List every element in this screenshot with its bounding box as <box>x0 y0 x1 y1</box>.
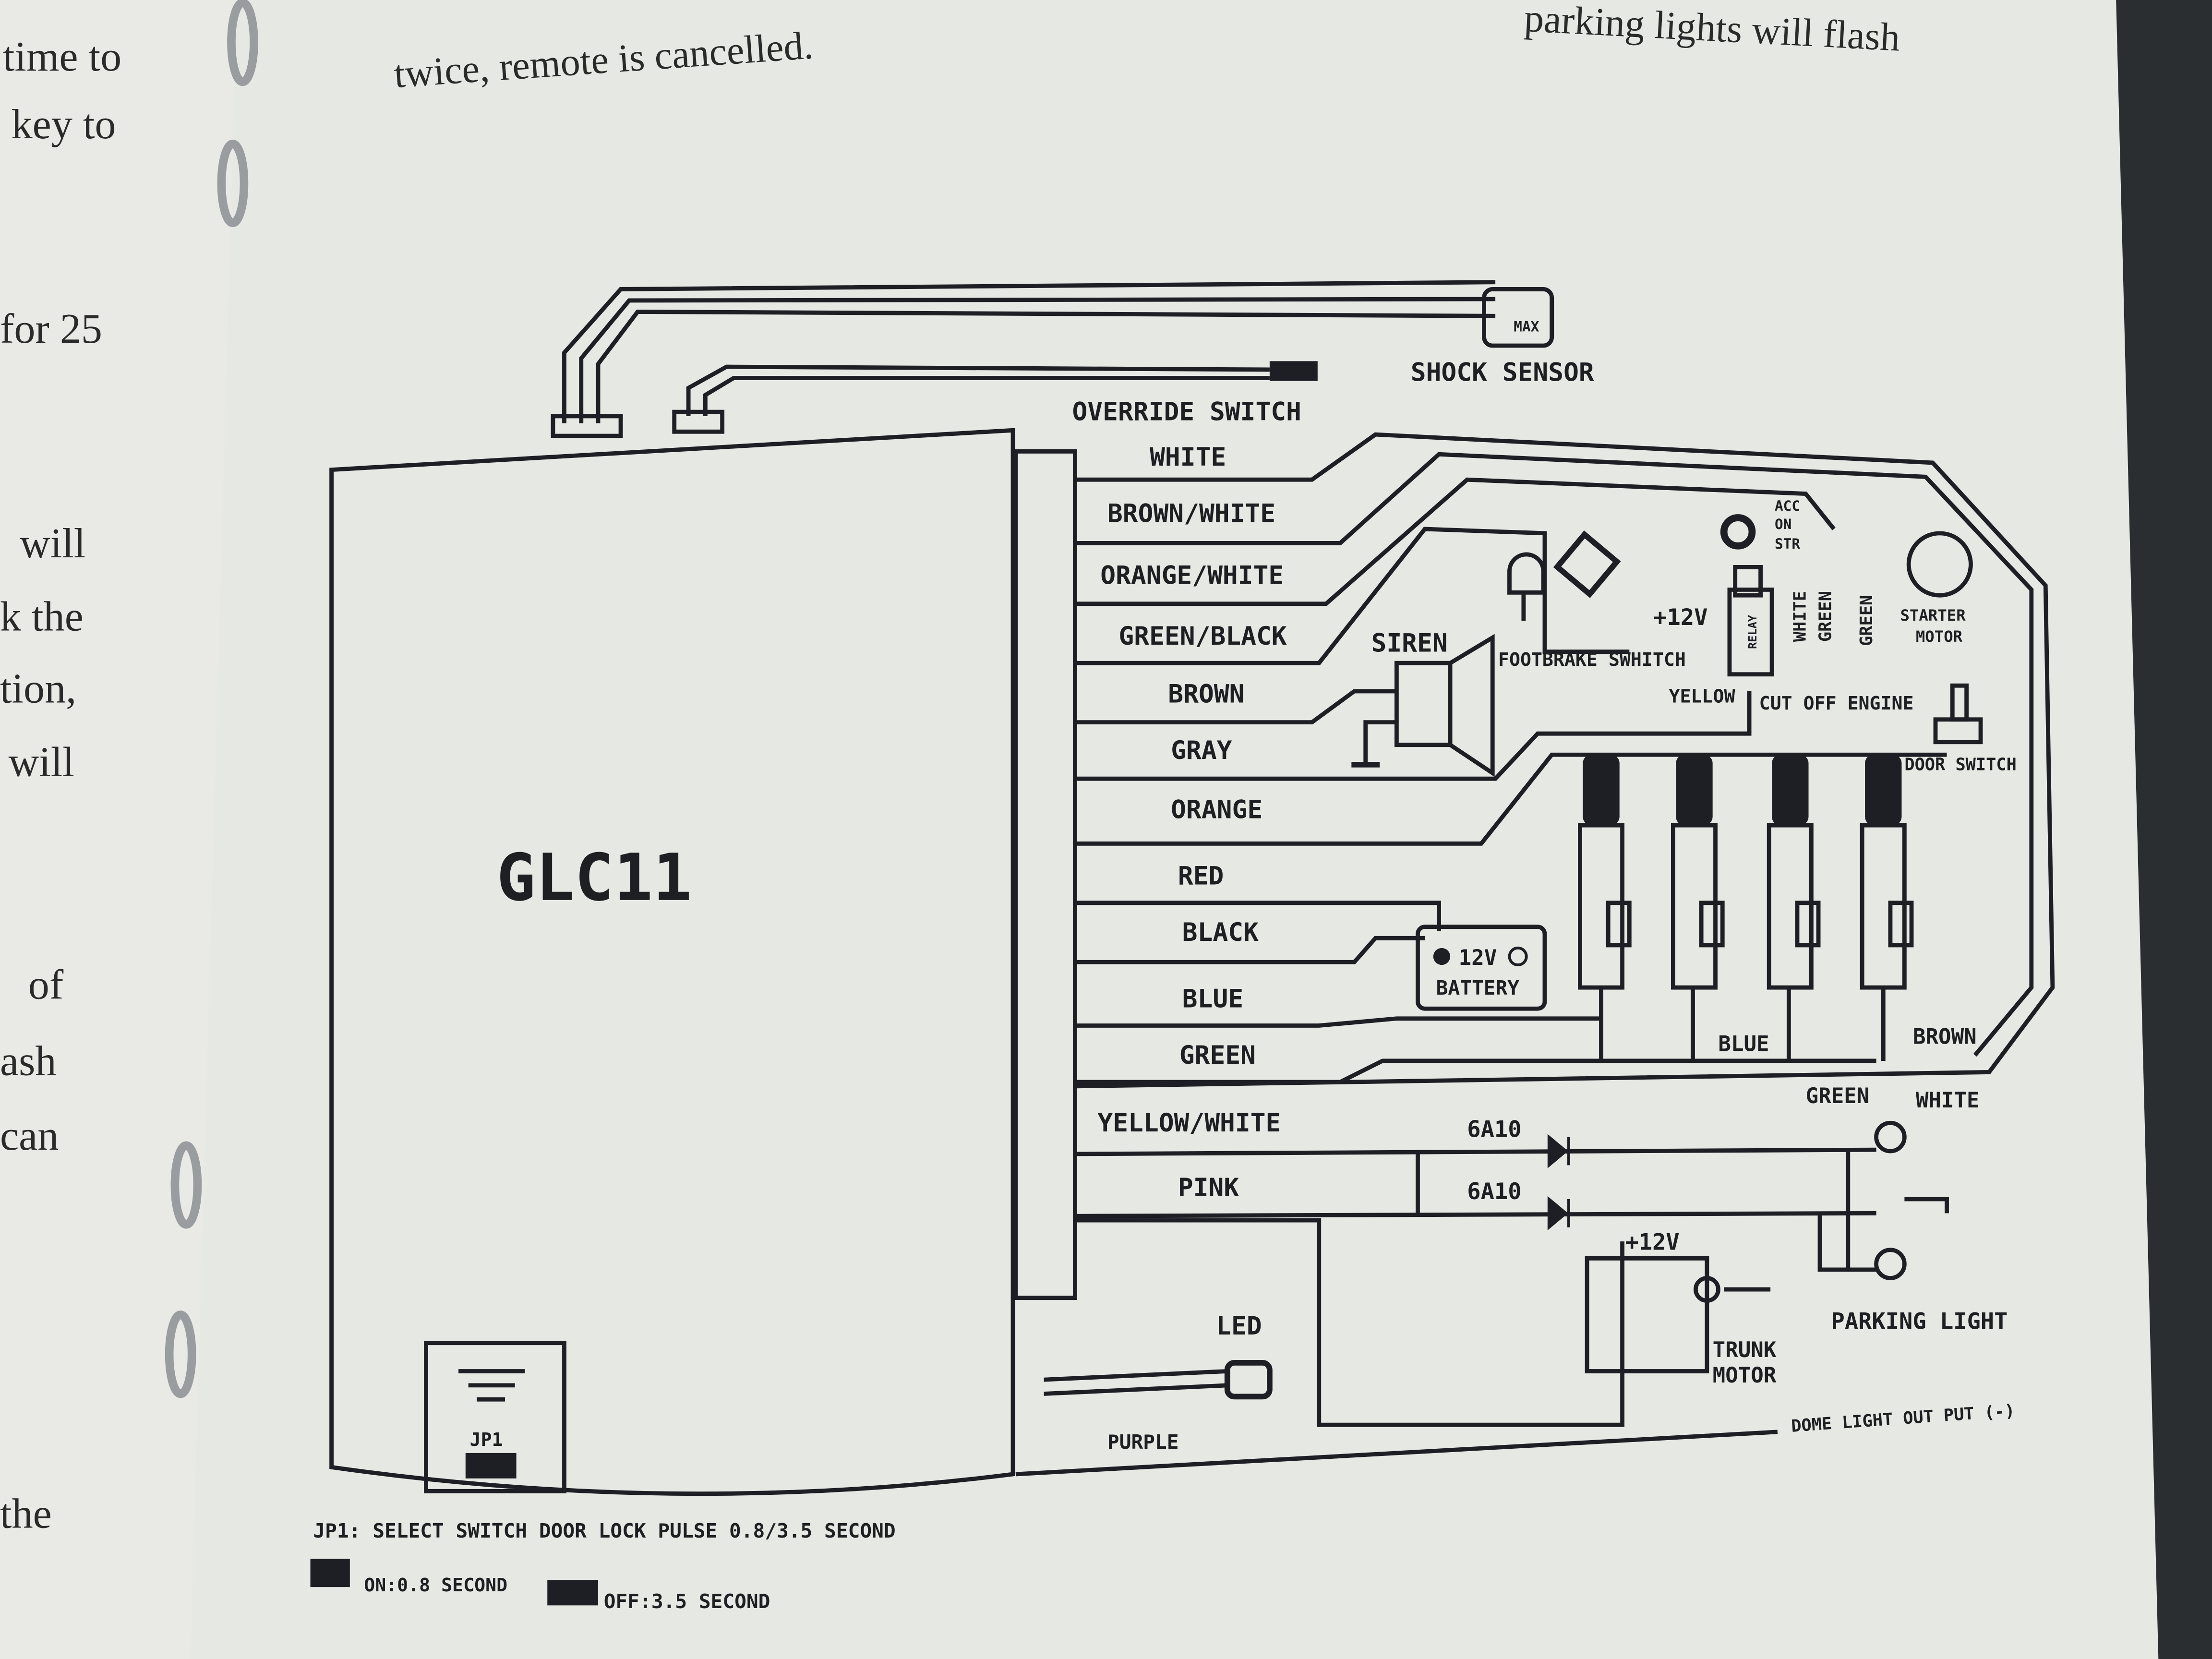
siren-label: SIREN <box>1371 629 1447 658</box>
trunk-motor-label: TRUNK <box>1713 1338 1777 1362</box>
text-fragment: will <box>9 738 74 785</box>
starter-motor-label: STARTER <box>1900 606 1966 625</box>
starter-motor-label: MOTOR <box>1916 627 1963 646</box>
relay-label: RELAY <box>1746 614 1759 649</box>
lock-green-label: GREEN <box>1806 1084 1870 1108</box>
left-page-text: time to key to for 25 will k the tion, w… <box>0 33 121 1538</box>
wire-label-brown-white: BROWN/WHITE <box>1107 499 1275 528</box>
jp1-note: JP1: SELECT SWITCH DOOR LOCK PULSE 0.8/3… <box>313 1519 895 1542</box>
text-fragment: of <box>28 962 64 1009</box>
brake-pedal-icon <box>1553 530 1621 598</box>
led-icon <box>1224 1359 1273 1400</box>
wire-label-brown: BROWN <box>1168 680 1244 709</box>
diode-label: 6A10 <box>1467 1178 1521 1205</box>
footbrake-switch-label: FOOTBRAKE SWHITCH <box>1498 649 1686 671</box>
ignition-str-label: STR <box>1775 536 1800 552</box>
door-lock-actuator-icon <box>1671 755 1725 1061</box>
parking-light-icon <box>1874 1120 1907 1154</box>
ignition-on-label: ON <box>1775 516 1791 532</box>
text-fragment: the <box>0 1491 52 1538</box>
jp1-label: JP1 <box>470 1430 503 1451</box>
wire-label-gray: GRAY <box>1171 736 1232 765</box>
text-fragment: will <box>20 520 85 567</box>
binding-rings <box>165 0 258 1398</box>
brake-light-icon <box>1507 530 1621 621</box>
siren-icon <box>1351 634 1495 777</box>
battery-label: BATTERY <box>1436 976 1520 999</box>
wire-label-black: BLACK <box>1182 918 1259 947</box>
starter-motor-icon <box>1906 531 1973 598</box>
sensor-harness: MAX SHOCK SENSOR OVERRIDE SWITCH <box>551 280 1594 438</box>
wire-label-yellow-white: YELLOW/WHITE <box>1097 1108 1281 1138</box>
jumper-on-note: ON:0.8 SECOND <box>364 1575 507 1596</box>
text-fragment: tion, <box>0 665 76 712</box>
ignition-acc-label: ACC <box>1775 498 1800 514</box>
shock-max-label: MAX <box>1514 319 1539 335</box>
right-page <box>190 0 2159 1659</box>
jumper-off-note: OFF:3.5 SECOND <box>604 1590 770 1613</box>
ignition-switch-icon: ACC ON STR <box>1720 498 1800 552</box>
diode-icon <box>1547 1196 1570 1231</box>
relay-wire-green: GREEN <box>1857 595 1876 646</box>
led-label: LED <box>1216 1311 1262 1341</box>
lock-blue-label: BLUE <box>1718 1032 1769 1056</box>
diode-label: 6A10 <box>1467 1117 1521 1143</box>
text-fragment: key to <box>12 101 116 148</box>
battery-icon <box>1416 925 1547 1011</box>
cut-off-engine-label: CUT OFF ENGINE <box>1759 693 1914 714</box>
diode-icon <box>1547 1134 1570 1168</box>
override-switch-icon <box>1269 361 1318 381</box>
jumper-icon <box>458 1369 525 1479</box>
plus12v-label: +12V <box>1653 604 1707 631</box>
ground-icon <box>1904 1197 1949 1214</box>
jumper-on-icon <box>310 1559 350 1587</box>
plus12v-label: +12V <box>1625 1229 1679 1256</box>
wire-label-orange-white: ORANGE/WHITE <box>1100 561 1284 590</box>
wire-label-red: RED <box>1178 862 1224 891</box>
battery-voltage-label: 12V <box>1459 946 1497 970</box>
unit-label: GLC11 <box>496 840 692 915</box>
trunk-motor-label: MOTOR <box>1713 1363 1777 1388</box>
control-unit-glc11: GLC11 JP1 <box>329 428 1077 1496</box>
text-fragment: k the <box>0 593 84 640</box>
lock-brown-label: BROWN <box>1913 1025 1977 1049</box>
trunk-motor-icon <box>1694 1276 1720 1303</box>
relay-wire-green: GREEN <box>1816 591 1836 642</box>
wire-labels: WHITE BROWN/WHITE ORANGE/WHITE GREEN/BLA… <box>1097 443 1286 1202</box>
door-lock-actuator-icon <box>1860 755 1914 1061</box>
door-lock-actuator-icon <box>1578 755 1632 1061</box>
text-fragment: ash <box>0 1037 57 1084</box>
parking-light-label: PARKING LIGHT <box>1831 1308 2008 1334</box>
shock-sensor-icon <box>1482 287 1554 348</box>
purple-wire-label: PURPLE <box>1107 1431 1179 1454</box>
override-switch-label: OVERRIDE SWITCH <box>1072 397 1301 427</box>
yellow-wire-label: YELLOW <box>1669 686 1735 708</box>
relay-icon: RELAY <box>1727 565 1774 677</box>
lock-white-label: WHITE <box>1916 1088 1980 1113</box>
wire-label-orange: ORANGE <box>1171 795 1262 824</box>
wire-runs <box>1015 432 2055 1477</box>
text-fragment: time to <box>3 33 121 80</box>
text-fragment: can <box>0 1112 59 1159</box>
wire-label-pink: PINK <box>1178 1173 1239 1202</box>
wire-label-blue: BLUE <box>1182 984 1243 1013</box>
wire-label-white: WHITE <box>1150 443 1226 472</box>
relay-wire-white: WHITE <box>1791 591 1810 642</box>
trunk-relay-icon <box>1585 1256 1771 1373</box>
jumper-off-icon <box>547 1580 599 1606</box>
parking-light-icon <box>1874 1248 1907 1280</box>
wire-label-green: GREEN <box>1179 1041 1256 1070</box>
wire-label-green-black: GREEN/BLACK <box>1118 622 1286 651</box>
shock-sensor-label: SHOCK SENSOR <box>1411 358 1594 387</box>
text-fragment: for 25 <box>0 305 102 352</box>
door-lock-actuators <box>1578 755 1914 1061</box>
door-lock-actuator-icon <box>1767 755 1821 1061</box>
door-switch-label: DOOR SWITCH <box>1904 755 2016 775</box>
left-page <box>0 0 240 1659</box>
